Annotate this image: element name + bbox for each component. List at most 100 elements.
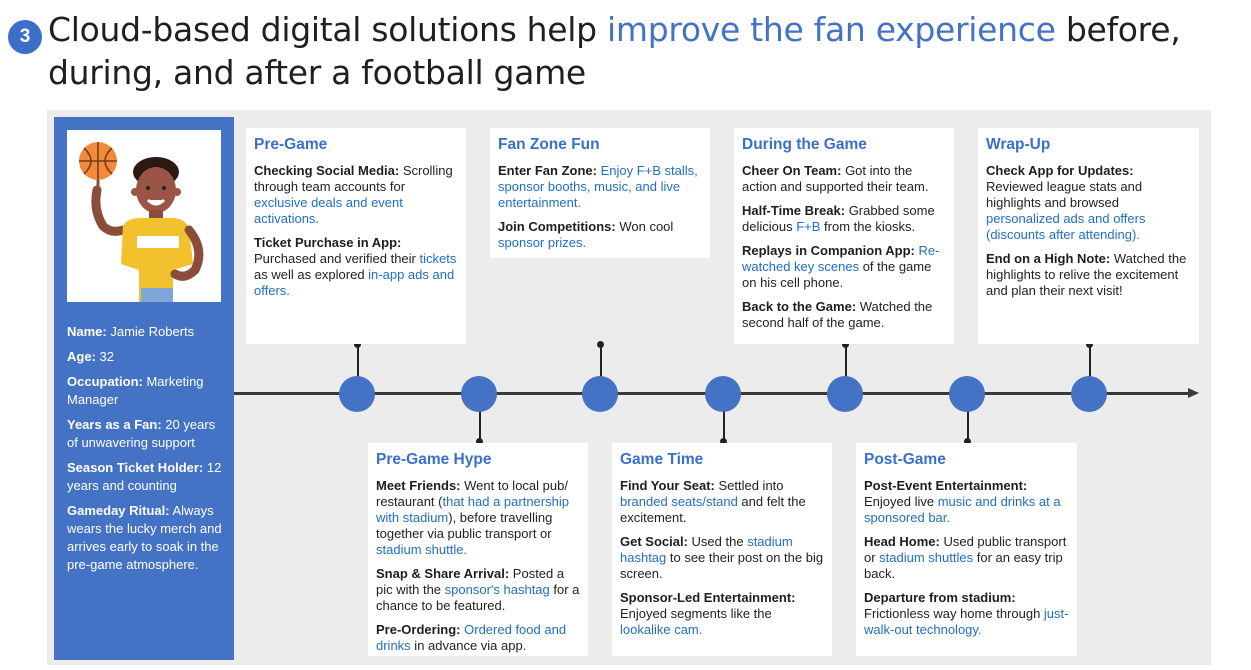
- avatar: [67, 130, 221, 302]
- stage-title: During the Game: [742, 136, 867, 153]
- activity-label: Find Your Seat:: [620, 478, 715, 493]
- activity-label: Enter Fan Zone:: [498, 163, 597, 178]
- activity-text: Scrolling through team accounts for: [254, 163, 453, 194]
- stage-activity: Head Home: Used public transport or stad…: [864, 534, 1069, 582]
- activity-text: Used the: [687, 534, 748, 549]
- timeline-node: [949, 376, 985, 412]
- connector-dot: [597, 341, 604, 348]
- digital-touchpoint-text: personalized ads and offers (discounts a…: [986, 211, 1146, 242]
- activity-label: Checking Social Media:: [254, 163, 400, 178]
- activity-label: Check App for Updates:: [986, 163, 1134, 178]
- timeline-node: [461, 376, 497, 412]
- digital-touchpoint-text: branded seats/stand: [620, 494, 738, 509]
- stage-activity: Find Your Seat: Settled into branded sea…: [620, 478, 824, 526]
- connector-dot: [354, 341, 361, 348]
- timeline-node: [705, 376, 741, 412]
- activity-text: Posted a pic with the: [376, 566, 565, 597]
- stage-title: Pre-Game: [254, 136, 328, 153]
- timeline-node: [827, 376, 863, 412]
- activity-text: Settled into: [714, 478, 784, 493]
- persona-field-label: Name:: [67, 324, 107, 339]
- activity-text: Enjoyed segments like the: [620, 606, 772, 621]
- digital-touchpoint-text: stadium hashtag: [620, 534, 793, 565]
- persona-field: Age: 32: [67, 348, 227, 366]
- stage-title: Post-Game: [864, 451, 946, 468]
- connector-line: [1089, 346, 1091, 378]
- digital-touchpoint-text: sponsor's hashtag: [444, 582, 550, 597]
- connector-dot: [964, 438, 971, 445]
- timeline-node: [1071, 376, 1107, 412]
- activity-label: Replays in Companion App:: [742, 243, 915, 258]
- activity-label: Ticket Purchase in App:: [254, 235, 402, 250]
- stage-activity: Replays in Companion App: Re-watched key…: [742, 243, 946, 291]
- connector-line: [357, 346, 359, 378]
- digital-touchpoint-text: Enjoy F+B stalls, sponsor booths, music,…: [498, 163, 698, 210]
- timeline-node: [339, 376, 375, 412]
- digital-touchpoint-text: music and drinks at a sponsored bar.: [864, 494, 1061, 525]
- stage-title: Pre-Game Hype: [376, 451, 492, 468]
- activity-text: Won cool: [615, 219, 674, 234]
- activity-text: and felt the excitement.: [620, 494, 806, 525]
- digital-touchpoint-text: stadium shuttles: [879, 550, 974, 565]
- connector-line: [845, 346, 847, 378]
- activity-label: Sponsor-Led Entertainment:: [620, 590, 796, 605]
- activity-text: Reviewed league stats and highlights and…: [986, 179, 1143, 210]
- activity-label: Snap & Share Arrival:: [376, 566, 510, 581]
- stage-title: Wrap-Up: [986, 136, 1051, 153]
- activity-text: as well as explored: [254, 267, 369, 282]
- digital-touchpoint-text: in-app ads and offers.: [254, 267, 455, 298]
- activity-text: Watched the second half of the game.: [742, 299, 933, 330]
- activity-label: End on a High Note:: [986, 251, 1111, 266]
- title-text-start: Cloud-based digital solutions help: [48, 10, 608, 49]
- activity-label: Back to the Game:: [742, 299, 857, 314]
- activity-text: Watched the highlights to relive the exc…: [986, 251, 1187, 298]
- activity-text: Grabbed some delicious: [742, 203, 935, 234]
- persona-field-label: Season Ticket Holder:: [67, 460, 204, 475]
- persona-field-label: Occupation:: [67, 374, 143, 389]
- digital-touchpoint-text: just-walk-out technology.: [864, 606, 1069, 637]
- persona-field-value: 32: [95, 349, 114, 364]
- step-number-badge: 3: [8, 20, 42, 54]
- activity-label: Post-Event Entertainment:: [864, 478, 1028, 493]
- digital-touchpoint-text: F+B: [796, 219, 821, 234]
- activity-label: Head Home:: [864, 534, 940, 549]
- activity-text: of the game on his cell phone.: [742, 259, 932, 290]
- activity-label: Meet Friends:: [376, 478, 461, 493]
- activity-text: in advance via app.: [410, 638, 527, 653]
- title-text-end: before, during, and after a football gam…: [48, 10, 1181, 92]
- activity-text: ), before travelling together via public…: [376, 510, 553, 541]
- stage-activity: End on a High Note: Watched the highligh…: [986, 251, 1191, 299]
- stage-activity: Departure from stadium: Frictionless way…: [864, 590, 1069, 638]
- persona-field: Gameday Ritual: Always wears the lucky m…: [67, 502, 227, 574]
- connector-line: [723, 410, 725, 442]
- persona-field-value: Always wears the lucky merch and arrives…: [67, 503, 222, 572]
- connector-dot: [842, 341, 849, 348]
- stage-activity: Sponsor-Led Entertainment: Enjoyed segme…: [620, 590, 824, 638]
- digital-touchpoint-text: stadium shuttle.: [376, 542, 468, 557]
- digital-touchpoint-text: exclusive deals and event activations.: [254, 195, 403, 226]
- stage-activity: Check App for Updates: Reviewed league s…: [986, 163, 1191, 243]
- stage-title: Game Time: [620, 451, 704, 468]
- connector-dot: [476, 438, 483, 445]
- digital-touchpoint-text: sponsor prizes.: [498, 235, 587, 250]
- stage-activity: Meet Friends: Went to local pub/ restaur…: [376, 478, 580, 558]
- stage-activity: Join Competitions: Won cool sponsor priz…: [498, 219, 702, 251]
- stage-activity: Enter Fan Zone: Enjoy F+B stalls, sponso…: [498, 163, 702, 211]
- activity-text: Got into the action and supported their …: [742, 163, 929, 194]
- stage-activity: Cheer On Team: Got into the action and s…: [742, 163, 946, 195]
- activity-text: Enjoyed live: [864, 494, 938, 509]
- stage-activity: Back to the Game: Watched the second hal…: [742, 299, 946, 331]
- stage-activity: Half-Time Break: Grabbed some delicious …: [742, 203, 946, 235]
- stage-activity: Checking Social Media: Scrolling through…: [254, 163, 458, 227]
- activity-label: Join Competitions:: [498, 219, 616, 234]
- persona-field-label: Years as a Fan:: [67, 417, 162, 432]
- digital-touchpoint-text: lookalike cam.: [620, 622, 703, 637]
- activity-text: for an easy trip back.: [864, 550, 1063, 581]
- activity-label: Cheer On Team:: [742, 163, 842, 178]
- title-highlight: improve the fan experience: [607, 10, 1056, 49]
